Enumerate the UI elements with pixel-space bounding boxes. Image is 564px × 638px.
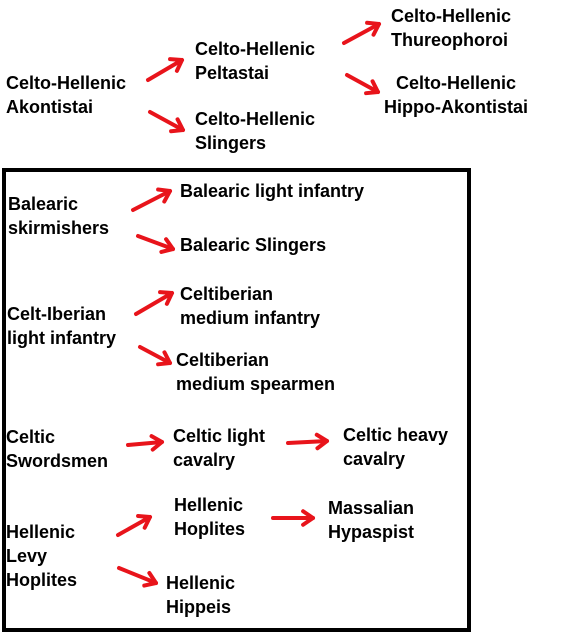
arrow-celtic_swordsmen-to-celtic_light_cavalry [126, 434, 164, 452]
node-balearic-light-infantry: Balearic light infantry [180, 181, 365, 201]
group-frame [2, 168, 471, 632]
arrow-balearic_skirmishers-to-balearic_slingers [136, 234, 175, 254]
node-balearic-slingers: Balearic Slingers [180, 235, 327, 255]
arrow-balearic_skirmishers-to-balearic_light_infantry [131, 187, 172, 212]
arrow-celtic_light_cavalry-to-celtic_heavy_cavalry [286, 432, 329, 451]
arrow-hellenic_hoplites-to-massalian_hypaspist [271, 509, 315, 527]
arrow-hellenic_levy_hoplites-to-hellenic_hippeis [117, 566, 158, 588]
arrow-akontistai-to-slingers_ch [148, 110, 185, 134]
arrow-akontistai-to-peltastai [146, 57, 184, 82]
arrow-peltastai-to-thureophoroi [342, 20, 381, 45]
arrow-hellenic_levy_hoplites-to-hellenic_hoplites [116, 513, 152, 537]
arrow-celt_iberian_light_infantry-to-celtiberian_medium_spearmen [138, 345, 172, 367]
arrow-celt_iberian_light_infantry-to-celtiberian_medium_infantry [134, 290, 174, 316]
arrow-peltastai-to-hippo_akontistai [345, 73, 380, 96]
